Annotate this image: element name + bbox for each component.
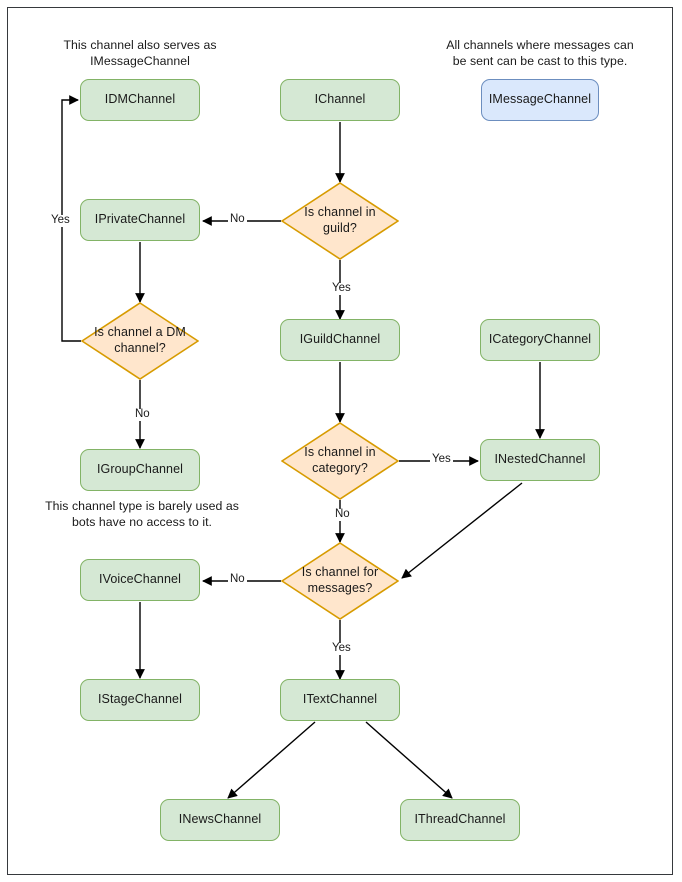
node-inewschannel[interactable]: INewsChannel xyxy=(160,799,280,841)
edge-itextchannel-to-inewschannel xyxy=(227,721,316,799)
node-igroupchannel[interactable]: IGroupChannel xyxy=(80,449,200,491)
node-iguildchannel[interactable]: IGuildChannel xyxy=(280,319,400,361)
node-decision-is-dm[interactable]: Is channel a DM channel? xyxy=(81,302,199,380)
edge-label-is-dm-no: No xyxy=(133,408,152,421)
note-dm-channel: This channel also serves as IMessageChan… xyxy=(63,38,217,69)
node-decision-for-messages[interactable]: Is channel for messages? xyxy=(281,542,399,620)
edge-label-in-guild-no: No xyxy=(228,213,247,226)
edge-label-is-dm-yes: Yes xyxy=(49,214,72,227)
diamond-shape-is-dm xyxy=(81,302,199,380)
edge-label-in-category-no: No xyxy=(333,508,352,521)
node-idmchannel[interactable]: IDMChannel xyxy=(80,79,200,121)
node-ithreadchannel[interactable]: IThreadChannel xyxy=(400,799,520,841)
edge-label-in-category-yes: Yes xyxy=(430,453,453,466)
diamond-shape-in-guild xyxy=(281,182,399,260)
node-itextchannel[interactable]: ITextChannel xyxy=(280,679,400,721)
edge-itextchannel-to-ithreadchannel xyxy=(365,721,453,799)
diamond-shape-for-messages xyxy=(281,542,399,620)
node-inestedchannel[interactable]: INestedChannel xyxy=(480,439,600,481)
node-ichannel[interactable]: IChannel xyxy=(280,79,400,121)
node-iprivatechannel[interactable]: IPrivateChannel xyxy=(80,199,200,241)
edge-inestedchannel-to-for-messages xyxy=(401,482,523,579)
node-label-in-guild: Is channel in guild? xyxy=(304,205,376,235)
note-group-channel: This channel type is barely used as bots… xyxy=(45,499,239,530)
node-decision-in-guild[interactable]: Is channel in guild? xyxy=(281,182,399,260)
node-label-is-dm: Is channel a DM channel? xyxy=(94,325,186,355)
edge-label-for-messages-no: No xyxy=(228,573,247,586)
note-message-channel: All channels where messages can be sent … xyxy=(446,38,634,69)
node-ivoicechannel[interactable]: IVoiceChannel xyxy=(80,559,200,601)
node-istagechannel[interactable]: IStageChannel xyxy=(80,679,200,721)
node-decision-in-category[interactable]: Is channel in category? xyxy=(281,422,399,500)
edge-label-in-guild-yes: Yes xyxy=(330,282,353,295)
node-label-for-messages: Is channel for messages? xyxy=(301,565,379,595)
node-imessagechannel[interactable]: IMessageChannel xyxy=(481,79,599,121)
edge-label-for-messages-yes: Yes xyxy=(330,642,353,655)
node-icategorychannel[interactable]: ICategoryChannel xyxy=(480,319,600,361)
diamond-shape-in-category xyxy=(281,422,399,500)
node-label-in-category: Is channel in category? xyxy=(304,445,376,475)
